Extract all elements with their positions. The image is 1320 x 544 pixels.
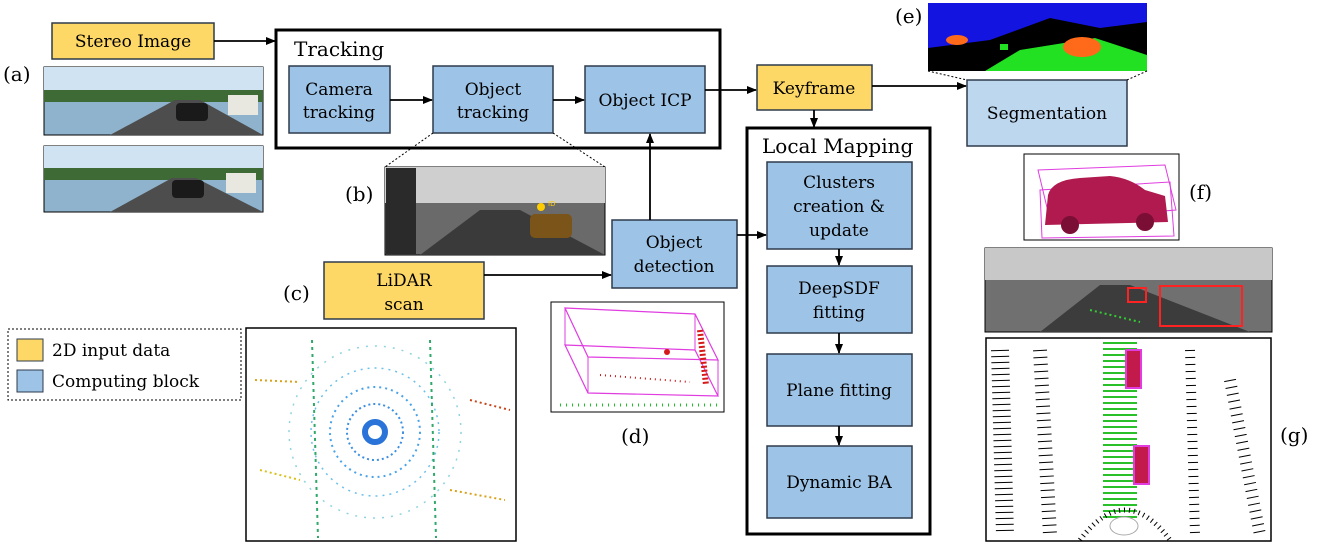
- panel-label-a: (a): [3, 62, 31, 86]
- camera-tracking-label-2: tracking: [303, 103, 375, 123]
- camera-tracking-box: [288, 65, 391, 134]
- clusters-box: [766, 161, 913, 250]
- stereo-image-label: Stereo Image: [75, 32, 191, 52]
- camera-tracking-label-1: Camera: [305, 80, 373, 100]
- keyframe-label: Keyframe: [773, 79, 856, 99]
- stereo-photo-right: [43, 145, 264, 213]
- lidar-pointcloud-image: [245, 327, 517, 542]
- lidar-scan-label-2: scan: [384, 295, 423, 315]
- legend-compute-swatch: [16, 369, 44, 393]
- legend-frame: [7, 328, 242, 401]
- panel-label-d: (d): [621, 424, 649, 448]
- object-tracking-zoom-line-left: [384, 132, 434, 168]
- object-detection-box: [611, 219, 738, 289]
- panel-label-g: (g): [1280, 423, 1308, 447]
- deepsdf-label-1: DeepSDF: [798, 279, 880, 299]
- deepsdf-car-image: [1023, 153, 1180, 241]
- legend-compute-label: Computing block: [52, 372, 200, 392]
- lidar-scan-box: [323, 261, 485, 320]
- object-icp-box: [584, 65, 706, 134]
- local-mapping-container: [745, 126, 932, 536]
- plane-fitting-label: Plane fitting: [786, 381, 892, 401]
- plane-fitting-box: [766, 353, 913, 427]
- segmentation-box: [966, 79, 1128, 147]
- tracking-title: Tracking: [294, 37, 384, 61]
- panel-label-f: (f): [1189, 180, 1212, 204]
- clusters-label-2: creation &: [793, 197, 885, 217]
- deepsdf-box: [766, 265, 913, 334]
- segmentation-image: [928, 3, 1147, 71]
- panel-label-b: (b): [345, 182, 373, 206]
- clusters-label-3: update: [809, 221, 869, 241]
- object-icp-label: Object ICP: [598, 91, 691, 111]
- svg-text:ID: ID: [548, 200, 555, 208]
- stereo-image-box: [51, 22, 215, 60]
- stereo-photo-left: [43, 66, 264, 136]
- lidar-scan-label-1: LiDAR: [376, 271, 433, 291]
- legend-input-swatch: [16, 338, 44, 362]
- legend-input-label: 2D input data: [52, 341, 170, 361]
- segmentation-zoom-line-left: [927, 70, 968, 81]
- object-tracking-zoom-line-right: [552, 132, 606, 168]
- keyframe-box: [756, 64, 873, 111]
- object-detection-label-2: detection: [634, 257, 715, 277]
- object-tracking-label-2: tracking: [457, 103, 529, 123]
- dynamic-ba-label: Dynamic BA: [786, 473, 892, 493]
- tracking-container: [274, 28, 722, 150]
- clusters-label-1: Clusters: [803, 173, 875, 193]
- panel-label-c: (c): [283, 281, 310, 305]
- dynamic-ba-box: [766, 445, 913, 519]
- segmentation-zoom-line-right: [1126, 70, 1148, 81]
- segmentation-label: Segmentation: [987, 104, 1107, 124]
- object-tracking-photo: ID: [384, 166, 606, 256]
- bev-pointcloud-image: [985, 337, 1272, 542]
- flow-arrows: [214, 37, 967, 446]
- deepsdf-label-2: fitting: [813, 303, 865, 323]
- panel-label-e: (e): [895, 4, 922, 28]
- local-mapping-title: Local Mapping: [762, 134, 913, 158]
- object-tracking-label-1: Object: [465, 80, 522, 100]
- object-detection-label-1: Object: [646, 233, 703, 253]
- detection-pointcloud-image: [550, 301, 725, 413]
- street-detection-photo: [984, 247, 1273, 333]
